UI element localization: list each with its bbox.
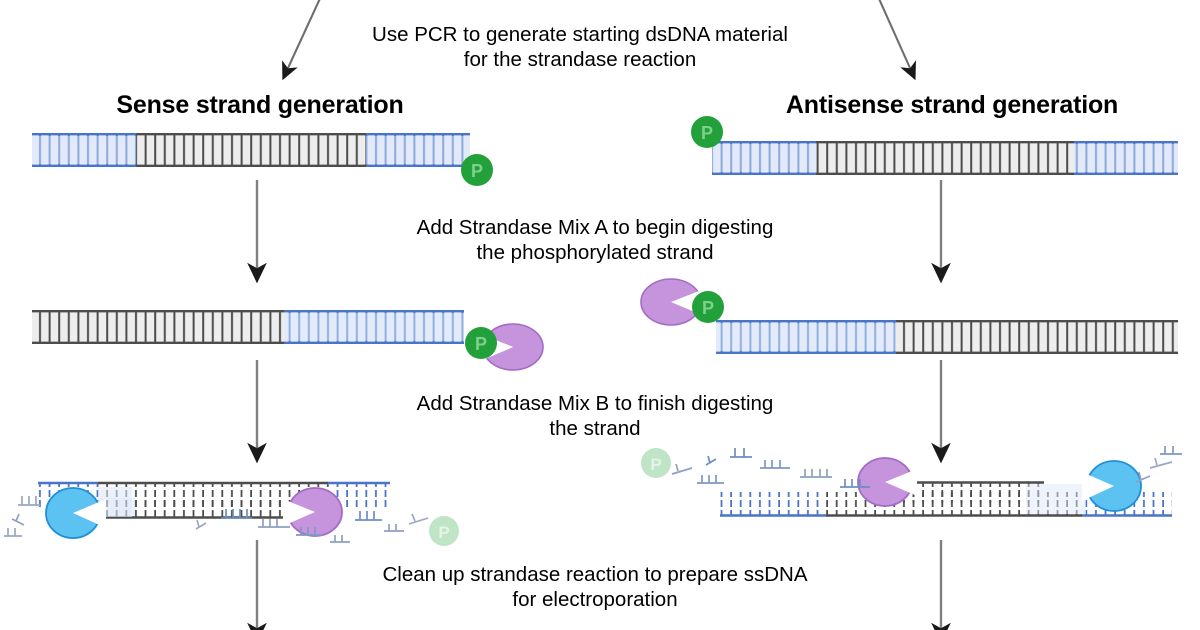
phosphate-group-faded-antisense-step3: P bbox=[641, 448, 671, 478]
dna-duplex-antisense-step1 bbox=[712, 140, 1178, 176]
phosphate-group-faded-sense-step3: P bbox=[429, 516, 459, 546]
phosphate-label: P bbox=[471, 161, 483, 181]
phosphate-group-antisense-step1: P bbox=[691, 116, 723, 148]
nucleotide-fragments-antisense bbox=[671, 446, 1182, 488]
dna-duplex-sense-step1 bbox=[32, 132, 470, 168]
arrow-pcr-to-sense bbox=[282, 0, 321, 81]
phosphate-label: P bbox=[702, 298, 714, 318]
column-title-sense: Sense strand generation bbox=[116, 91, 404, 119]
phosphate-label: P bbox=[701, 123, 713, 143]
arrow-pcr-to-antisense bbox=[878, 0, 916, 81]
phosphate-label: P bbox=[475, 334, 487, 354]
step-text-cleanup: Clean up strandase reaction to prepare s… bbox=[382, 563, 808, 611]
step-text-mix-a: Add Strandase Mix A to begin digesting t… bbox=[416, 216, 774, 264]
enzyme-mix-b-sense-step3 bbox=[45, 487, 106, 539]
phosphate-group-antisense-step2: P bbox=[692, 291, 724, 323]
dna-duplex-antisense-step2 bbox=[716, 320, 1178, 354]
phosphate-label-faded: P bbox=[438, 523, 449, 542]
step-text-mix-b: Add Strandase Mix B to finish digesting … bbox=[416, 392, 774, 440]
dna-duplex-sense-step2 bbox=[32, 310, 464, 344]
step-text-pcr: Use PCR to generate starting dsDNA mater… bbox=[372, 23, 788, 71]
enzyme-mix-a-antisense-step3 bbox=[857, 457, 917, 507]
phosphate-label-faded: P bbox=[650, 455, 661, 474]
nucleotide-fragments-sense bbox=[4, 496, 429, 543]
enzyme-mix-a-sense-step3 bbox=[283, 487, 343, 537]
phosphate-group-sense-step1: P bbox=[461, 154, 493, 186]
enzyme-mix-b-antisense-step3 bbox=[1082, 460, 1142, 512]
phosphate-group-sense-step2: P bbox=[465, 327, 497, 359]
column-title-antisense: Antisense strand generation bbox=[785, 91, 1119, 119]
